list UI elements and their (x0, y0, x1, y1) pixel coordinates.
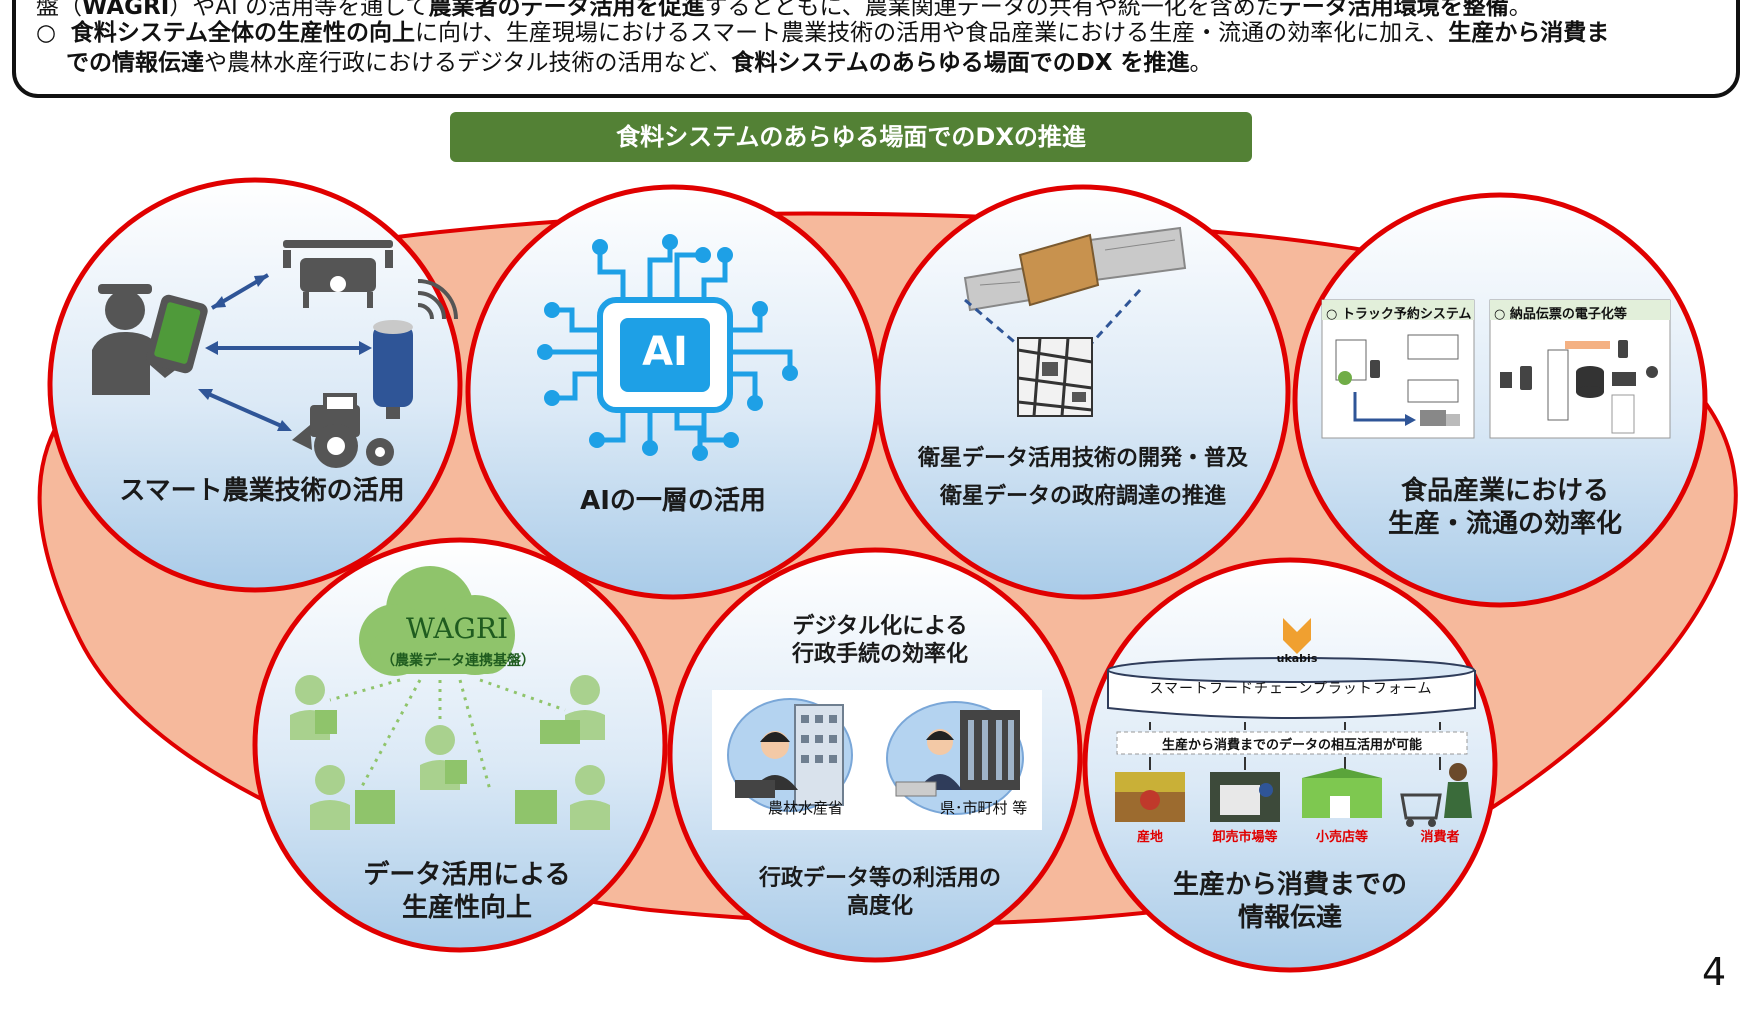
farm-stage-icon (1115, 772, 1185, 822)
label-data-use-1: データ活用による (363, 860, 571, 890)
label-info-chain-2: 情報伝達 (1237, 903, 1343, 933)
text-bold: データ活用環境を整備 (1278, 0, 1509, 20)
stage-label-market: 卸売市場等 (1212, 830, 1278, 845)
wagri-subtitle: （農業データ連携基盤） (381, 653, 535, 669)
electronic-slip-panel (1489, 299, 1671, 439)
label-food-1: 食品産業における (1400, 476, 1610, 506)
text-bold: WAGRI (82, 0, 170, 20)
tablet-icon (146, 294, 208, 374)
page-number: 4 (1702, 950, 1727, 994)
intro-line-2: ○ 食料システム全体の生産性の向上に向け、生産現場におけるスマート農業技術の活用… (36, 18, 1609, 48)
stage-label-farm: 産地 (1136, 830, 1163, 845)
label-data-use-2: 生産性向上 (401, 893, 533, 923)
text: 盤（ (36, 0, 82, 20)
tractor-icon (292, 393, 394, 468)
mutual-use-box (1116, 731, 1468, 755)
text-bold: 食料システム全体の生産性の向上 (70, 20, 416, 46)
label-food-2: 生産・流通の効率化 (1387, 509, 1623, 539)
stage-label-consumer: 消費者 (1420, 830, 1460, 845)
text: 。 (1508, 0, 1532, 20)
text: 。 (1189, 50, 1213, 76)
truck-reservation-panel (1321, 299, 1475, 439)
ai-chip-text: AI (642, 329, 688, 375)
stage-arrows (1149, 757, 1441, 770)
ukabis-logo-icon (1283, 618, 1311, 654)
satellite-view-lines (964, 288, 1142, 347)
wagri-logo-text: WAGRI (405, 612, 509, 645)
label-admin-2: 高度化 (846, 894, 914, 919)
text: するとともに、農業関連データの共有や統一化を含めた (704, 0, 1279, 20)
label-info-chain-1: 生産から消費までの (1172, 870, 1408, 900)
text-bold: 食料システムのあらゆる場面でのDX を推進 (731, 50, 1190, 76)
connection-arrows (198, 273, 372, 431)
stage-label-retail: 小売店等 (1315, 830, 1368, 845)
data-connection-lines (329, 678, 566, 791)
text: や農林水産行政におけるデジタル技術の活用など、 (204, 50, 732, 76)
sensor-icon (373, 279, 458, 419)
label-smart-farming: スマート農業技術の活用 (119, 476, 405, 506)
bullet: ○ (36, 20, 57, 46)
prefecture-photo-icon (886, 701, 1024, 815)
section-banner: 食料システムのあらゆる場面でのDXの推進 (450, 112, 1252, 162)
platform-cylinder (1107, 657, 1476, 719)
drone-icon (283, 240, 393, 308)
vertical-exchange-arrows (1149, 722, 1441, 730)
label-admin-1: 行政データ等の利活用の (758, 866, 1002, 891)
platform-label: スマートフードチェーンプラットフォーム (1149, 681, 1433, 697)
user-icons (290, 675, 610, 830)
label-admin-top-1: デジタル化による (792, 614, 968, 639)
circle-data-use (252, 537, 668, 953)
satellite-image-icon (1017, 337, 1093, 417)
ukabis-logo-text: ukabis (1276, 652, 1318, 665)
text-bold: 農業者のデータ活用を促進 (428, 0, 705, 20)
ministry-photo-icon (727, 698, 853, 812)
label-ai: AIの一層の活用 (580, 486, 766, 516)
ai-chip-icon (537, 234, 798, 461)
intro-box (12, 0, 1740, 98)
panel-title-slip: ○ 納品伝票の電子化等 (1494, 307, 1627, 322)
label-admin-top-2: 行政手続の効率化 (791, 642, 969, 667)
intro-line-1: 盤（WAGRI）やAI の活用等を通して農業者のデータ活用を促進するとともに、農… (36, 0, 1532, 22)
wagri-cloud-icon (359, 566, 515, 676)
label-satellite-2: 衛星データの政府調達の推進 (939, 484, 1227, 509)
satellite-icon (963, 226, 1187, 312)
market-stage-icon (1210, 772, 1280, 822)
consumer-stage-icon (1400, 763, 1472, 827)
tag-prefecture: 県･市町村 等 (940, 799, 1028, 817)
mutual-use-label: 生産から消費までのデータの相互活用が可能 (1161, 738, 1422, 753)
retail-stage-icon (1302, 768, 1382, 818)
text: ）やAI の活用等を通して (169, 0, 429, 20)
panel-title-truck: ○ トラック予約システム (1326, 307, 1472, 322)
text: に向け、生産現場におけるスマート農業技術の活用や食品産業における生産・流通の効率… (415, 20, 1449, 46)
text-bold: での情報伝達 (66, 50, 204, 76)
intro-line-3: での情報伝達や農林水産行政におけるデジタル技術の活用など、食料システムのあらゆる… (66, 48, 1213, 78)
tag-ministry: 農林水産省 (768, 799, 844, 817)
label-satellite-1: 衛星データ活用技術の開発・普及 (917, 446, 1249, 471)
text-bold: 生産から消費ま (1448, 20, 1610, 46)
